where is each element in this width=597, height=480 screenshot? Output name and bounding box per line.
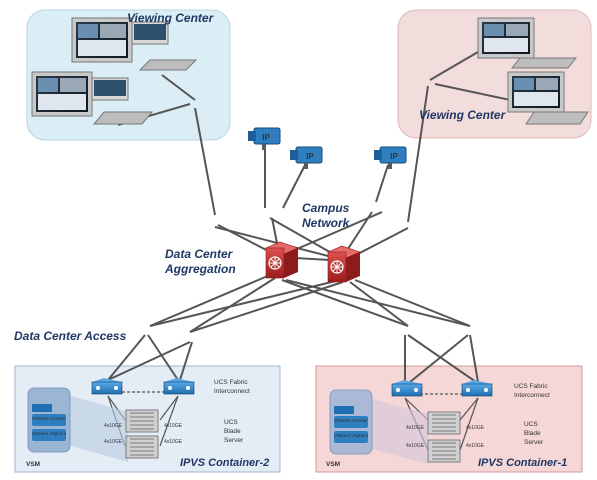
viewing-center-left-label: Viewing Center [127,11,215,25]
blade-label-line1: UCS [524,421,538,428]
fabric-interconnect-icon [163,378,195,395]
link-label: 4x10GE [104,423,123,429]
fabric-label-line1: UCS Fabric [214,379,248,386]
link-label: 4x10GE [164,439,183,445]
vsm-label: VSM [26,461,40,468]
computer-monitor-icon [71,17,198,71]
blade-server-icon [125,409,159,433]
vsm-projection-right [368,398,428,464]
blade-server-icon [125,435,159,459]
vm-top-label: VMware vCenter [32,416,66,421]
computer-monitor-icon [31,71,154,125]
ip-camera-label: IP [390,152,398,161]
blade-label-line2: Blade [524,430,541,437]
aggregation-router-icon [327,245,361,283]
fabric-interconnect-icon [91,378,123,395]
vsm-stack-right: VMware vCenter VMware vSphere [329,389,373,455]
vsm-label: VSM [326,461,340,468]
fabric-interconnect-icon [461,380,493,397]
link-label: 4x10GE [164,423,183,429]
dc-access-label: Data Center Access [14,329,127,343]
container-title: IPVS Container-2 [180,457,269,469]
vsm-stack-left: VMware vCenter VMware vSphere [27,387,71,453]
computer-monitor-icon [477,17,578,69]
fabric-interconnect-icon [391,380,423,397]
campus-network-label-line2: Network [302,216,351,230]
viewing-center-right-label: Viewing Center [419,108,507,122]
blade-label-line3: Server [224,437,244,444]
aggregation-router-icon [265,241,299,279]
ip-camera-icon: IP [248,127,281,150]
dc-aggregation-label-line2: Aggregation [164,262,236,276]
blade-label-line2: Blade [224,428,241,435]
link-label: 4x10GE [406,425,425,431]
blade-server-icon [427,439,461,463]
dc-aggregation-label-line1: Data Center [165,247,234,261]
blade-label-line3: Server [524,439,544,446]
link-label: 4x10GE [104,439,123,445]
vm-top-label: VMware vCenter [334,418,368,423]
link-label: 4x10GE [466,443,485,449]
fabric-label-line2: Interconnect [514,392,550,399]
ip-camera-icon: IP [290,146,323,169]
ip-camera-label: IP [262,133,270,142]
ip-camera-icon: IP [374,146,407,169]
container-title: IPVS Container-1 [478,457,567,469]
blade-label-line1: UCS [224,419,238,426]
vm-bottom-label: VMware vSphere [32,431,67,436]
campus-network-label-line1: Campus [302,201,350,215]
vsm-projection-left [68,395,128,462]
link-label: 4x10GE [406,443,425,449]
vm-bottom-label: VMware vSphere [334,433,369,438]
link-label: 4x10GE [466,425,485,431]
computer-monitor-icon [507,71,589,125]
blade-server-icon [427,411,461,435]
fabric-label-line2: Interconnect [214,388,250,395]
ip-camera-label: IP [306,152,314,161]
fabric-label-line1: UCS Fabric [514,383,548,390]
